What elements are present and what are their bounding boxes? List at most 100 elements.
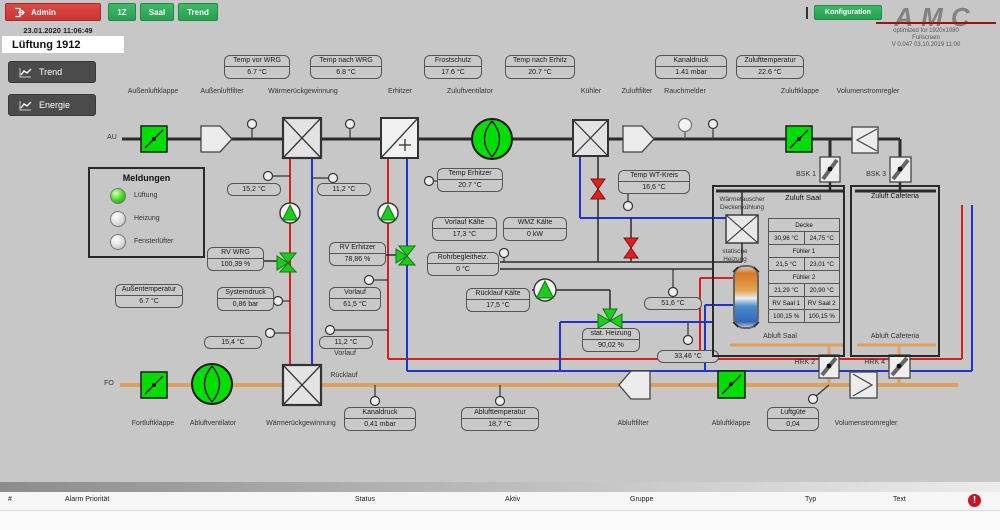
sensor-label: Temp vor WRG (225, 56, 289, 67)
duct-label-au: AU (107, 134, 117, 141)
supply-fan[interactable] (471, 118, 513, 160)
saal-wt-label-line1: Wärmetauscher (719, 196, 765, 203)
box-rv-erhitzer: RV Erhitzer 78,86 % (329, 242, 386, 266)
sensor-kanaldruck-zuluft: Kanaldruck 1.41 mbar (655, 55, 727, 79)
supply-air-filter[interactable] (622, 125, 655, 153)
saal-decke-value1: 30,96 °C (768, 231, 805, 245)
box-label: RV WRG (208, 248, 263, 259)
exhaust-air-damper[interactable] (717, 370, 746, 399)
box-systemdruck: Systemdruck 0,86 bar (217, 287, 274, 311)
label-kuehler: Kühler (580, 88, 602, 95)
box-value: 17,3 °C (452, 231, 477, 238)
smoke-detector[interactable] (677, 117, 693, 140)
pipe-label-vorlauf: Vorlauf (334, 350, 356, 357)
heat-recovery-exhaust[interactable] (281, 363, 323, 407)
box-label: stat. Heizung (583, 329, 639, 340)
sensor-value: 20.7 °C (528, 69, 552, 76)
meldung-label: Heizung (134, 215, 160, 222)
pump-heater-circuit[interactable] (377, 202, 399, 224)
logo-line2: Fullscreen (912, 35, 940, 41)
saal-table-header-decke: Decke (768, 218, 840, 232)
nav-button-trend[interactable]: Trend (178, 3, 218, 21)
nav-button-saal[interactable]: Saal (140, 3, 174, 21)
box-aussentemperatur: Außentemperatur 6.7 °C (115, 284, 183, 308)
meldungen-panel: Meldungen Lüftung Heizung Fensterlüfter (88, 167, 205, 258)
static-heating-label: statische Heizung (712, 248, 758, 264)
fire-damper-hrk4[interactable] (888, 354, 911, 379)
hall-heat-exchanger[interactable] (725, 214, 759, 244)
box-vorlauf-kaelte: Vorlauf Kälte 17,3 °C (432, 217, 497, 241)
alarm-gradient-bar (0, 482, 1000, 492)
box-label: Systemdruck (218, 288, 273, 299)
energie-button[interactable]: Energie (8, 94, 96, 116)
exhaust-fan[interactable] (191, 363, 233, 405)
alarm-col-number: # (8, 496, 12, 503)
label-fortluftklappe: Fortluftklappe (131, 420, 175, 427)
box-wmz-kaelte: WMZ Kälte 0 kW (503, 217, 567, 241)
alarm-badge-icon[interactable]: ! (968, 494, 981, 507)
pump-static-heating[interactable] (533, 278, 557, 302)
pipe-label-ruecklauf: Rücklauf (330, 372, 358, 379)
admin-logout-button[interactable]: Admin (5, 3, 101, 21)
box-label: RV Erhitzer (330, 243, 385, 254)
fire-damper-bsk1[interactable] (819, 156, 841, 183)
supply-air-damper[interactable] (785, 125, 813, 153)
valve-cooler-closed[interactable] (590, 178, 606, 200)
saal-rv2-value: 100,15 % (803, 309, 840, 323)
valve-rv-erhitzer[interactable] (395, 245, 417, 266)
exhaust-damper-fo[interactable] (140, 371, 168, 399)
supply-volume-controller[interactable] (851, 126, 879, 154)
energie-button-label: Energie (39, 100, 71, 110)
valve-chiller-closed[interactable] (623, 237, 639, 259)
box-value: 0 °C (456, 266, 470, 273)
label-erhitzer: Erhitzer (387, 88, 413, 95)
label-zuluftventilator: Zuluftventilator (447, 88, 493, 95)
exhaust-air-filter[interactable] (618, 370, 651, 400)
konfiguration-button[interactable]: Konfiguration (814, 5, 882, 20)
box-temp-wt-kreis: Temp WT-Kreis 16,6 °C (618, 170, 690, 194)
fire-damper-bsk3[interactable] (889, 156, 912, 183)
konfiguration-label: Konfiguration (825, 9, 871, 16)
cooler-coil[interactable] (572, 119, 609, 157)
alarm-col-gruppe: Gruppe (630, 496, 654, 503)
meldung-label: Fensterlüfter (134, 238, 174, 245)
box-label: Luftgüte (768, 408, 818, 419)
meldung-label: Lüftung (134, 192, 158, 199)
value-temp-11-2-bottom: 11,2 °C (319, 336, 373, 349)
label-zuluftfilter: Zuluftfilter (621, 88, 653, 95)
label-abluftklappe: Abluftklappe (711, 420, 751, 427)
box-label: Außentemperatur (116, 285, 182, 296)
sensor-temp-nach-erhitz: Temp nach Erhitz 20.7 °C (505, 55, 575, 79)
exhaust-volume-controller[interactable] (849, 371, 878, 399)
meldungen-title: Meldungen (122, 173, 171, 183)
sensor-value: 17.6 °C (441, 69, 465, 76)
static-heating-tank[interactable] (732, 265, 760, 329)
trend-button[interactable]: Trend (8, 61, 96, 83)
valve-static-heating[interactable] (597, 308, 623, 329)
logout-icon (15, 7, 25, 17)
valve-rv-wrg[interactable] (276, 252, 298, 273)
label-hrk4: HRK 4 (864, 359, 885, 366)
heater-coil[interactable] (380, 117, 419, 159)
nav-button-1z[interactable]: 1Z (108, 3, 136, 21)
outside-air-damper[interactable] (140, 125, 168, 153)
static-heating-label-line2: Heizung (723, 256, 747, 263)
logo-line1: optimized for 1920x1080 (893, 28, 959, 34)
label-bsk1: BSK 1 (796, 171, 816, 178)
pump-wrg-circuit[interactable] (279, 202, 301, 224)
connector-pipes (264, 156, 743, 312)
meldung-lueftung: Lüftung (110, 188, 203, 204)
label-abluftventilator: Abluftventilator (189, 420, 237, 427)
alarm-col-prioritaet: Alarm Priorität (65, 496, 110, 503)
admin-label: Admin (31, 7, 56, 17)
box-value: 0,41 mbar (364, 421, 396, 428)
sensors (246, 118, 830, 407)
outside-air-filter[interactable] (200, 125, 233, 153)
sensor-value: 1.41 mbar (675, 69, 707, 76)
sensor-label: Kanaldruck (656, 56, 726, 67)
box-ruecklauf-kaelte: Rücklauf Kälte 17,5 °C (466, 288, 530, 312)
heat-recovery-unit[interactable] (281, 116, 323, 160)
box-ablufttemperatur: Ablufttemperatur 18,7 °C (461, 407, 539, 431)
value-temp-11-2-top: 11,2 °C (317, 183, 371, 196)
